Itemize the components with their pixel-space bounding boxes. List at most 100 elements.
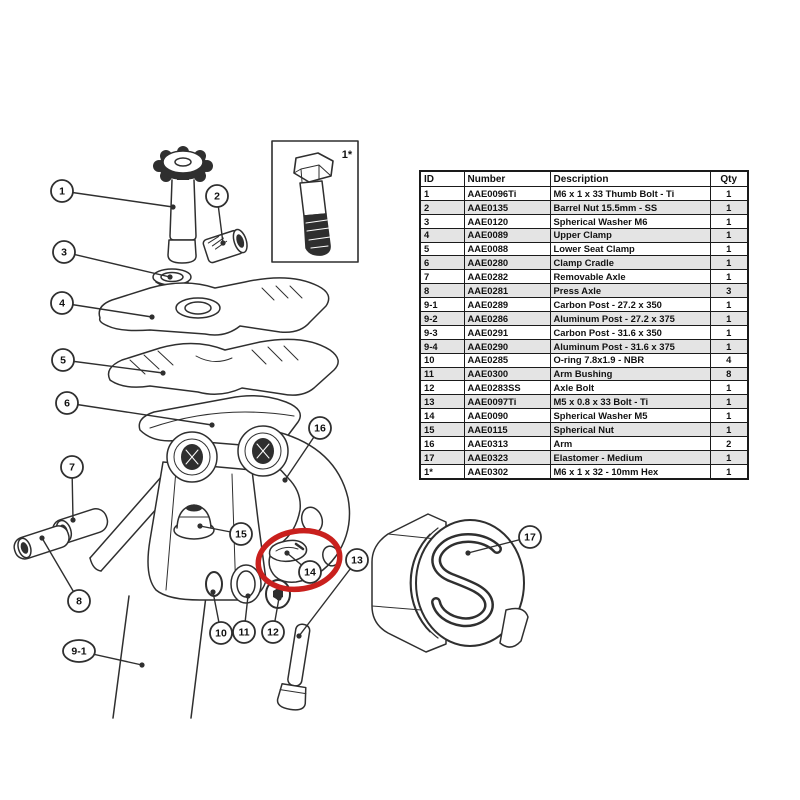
cell-id: 9-1 xyxy=(419,297,465,313)
cell-qty: 8 xyxy=(709,366,749,382)
cell-id: 1 xyxy=(419,186,465,201)
cell-number: AAE0283SS xyxy=(463,380,551,396)
cell-qty: 1 xyxy=(709,269,749,285)
callout-10: 10 xyxy=(209,589,233,645)
cell-number: AAE0285 xyxy=(463,352,551,368)
column-header-number: Number xyxy=(463,170,551,187)
thumb-bolt-drawing xyxy=(153,146,213,264)
svg-text:15: 15 xyxy=(235,529,247,541)
svg-text:14: 14 xyxy=(304,567,316,579)
cell-qty: 1 xyxy=(709,422,749,438)
cell-number: AAE0115 xyxy=(463,422,551,438)
svg-text:6: 6 xyxy=(64,398,70,410)
cell-id: 3 xyxy=(419,213,465,229)
cell-qty: 3 xyxy=(709,283,749,299)
svg-text:4: 4 xyxy=(59,298,65,310)
barrel-nut-drawing xyxy=(202,228,248,264)
svg-text:11: 11 xyxy=(238,627,249,639)
cell-id: 16 xyxy=(419,436,465,451)
cell-qty: 1 xyxy=(709,227,749,243)
cell-id: 9-2 xyxy=(419,311,465,326)
lower-seat-clamp-drawing xyxy=(107,338,339,396)
cell-description: Aluminum Post - 31.6 x 375 xyxy=(549,338,711,354)
cell-id: 2 xyxy=(419,199,465,215)
cell-number: AAE0090 xyxy=(463,408,551,424)
cell-id: 5 xyxy=(419,241,465,257)
cell-number: AAE0300 xyxy=(463,366,551,382)
cell-description: Barrel Nut 15.5mm - SS xyxy=(549,199,711,215)
callout-5: 5 xyxy=(51,348,166,376)
cell-qty: 1 xyxy=(709,449,749,465)
cell-id: 17 xyxy=(419,449,465,465)
cell-description: Spherical Nut xyxy=(549,422,711,438)
cell-number: AAE0281 xyxy=(463,283,551,299)
cell-description: Spherical Washer M5 xyxy=(549,408,711,424)
cell-description: M6 x 1 x 32 - 10mm Hex xyxy=(549,463,711,480)
svg-text:3: 3 xyxy=(61,247,67,259)
cell-number: AAE0096Ti xyxy=(463,186,551,201)
column-header-description: Description xyxy=(549,170,711,187)
cell-number: AAE0323 xyxy=(463,449,551,465)
callout-1: 1 xyxy=(50,179,176,210)
cell-description: Spherical Washer M6 xyxy=(549,213,711,229)
cell-qty: 1 xyxy=(709,463,749,480)
cell-qty: 1 xyxy=(709,338,749,354)
cell-description: Axle Bolt xyxy=(549,380,711,396)
cell-number: AAE0135 xyxy=(463,199,551,215)
cell-qty: 1 xyxy=(709,241,749,257)
cell-number: AAE0089 xyxy=(463,227,551,243)
press-axle-drawing xyxy=(13,525,70,560)
cell-number: AAE0280 xyxy=(463,255,551,271)
arm-bushing-drawing xyxy=(230,564,262,604)
cell-id: 13 xyxy=(419,394,465,410)
svg-text:13: 13 xyxy=(351,555,363,567)
inset-label: 1* xyxy=(342,149,353,161)
svg-text:7: 7 xyxy=(69,462,75,474)
cell-qty: 1 xyxy=(709,255,749,271)
svg-text:10: 10 xyxy=(215,628,227,640)
cell-description: O-ring 7.8x1.9 - NBR xyxy=(549,352,711,368)
cell-id: 12 xyxy=(419,380,465,396)
cell-id: 9-3 xyxy=(419,324,465,340)
cell-number: AAE0302 xyxy=(463,463,551,480)
cell-description: M6 x 1 x 33 Thumb Bolt - Ti xyxy=(549,186,711,201)
callout-2: 2 xyxy=(205,184,229,246)
callout-8: 8 xyxy=(39,535,91,613)
svg-text:8: 8 xyxy=(76,596,82,608)
callout-13: 13 xyxy=(296,548,369,639)
callout-15: 15 xyxy=(197,522,253,546)
cell-description: Elastomer - Medium xyxy=(549,449,711,465)
cell-id: 8 xyxy=(419,283,465,299)
callout-3: 3 xyxy=(52,240,173,280)
cell-description: Carbon Post - 27.2 x 350 xyxy=(549,297,711,313)
svg-text:9-1: 9-1 xyxy=(71,646,86,658)
column-header-id: ID xyxy=(419,170,465,187)
callout-7: 7 xyxy=(60,455,84,523)
cell-qty: 1 xyxy=(709,186,749,201)
cell-qty: 1 xyxy=(709,408,749,424)
cell-number: AAE0291 xyxy=(463,324,551,340)
callout-6: 6 xyxy=(55,391,215,428)
svg-text:2: 2 xyxy=(214,191,220,203)
column-header-qty: Qty xyxy=(709,170,749,187)
seatpost-drawing xyxy=(112,595,207,719)
cell-qty: 1 xyxy=(709,311,749,326)
